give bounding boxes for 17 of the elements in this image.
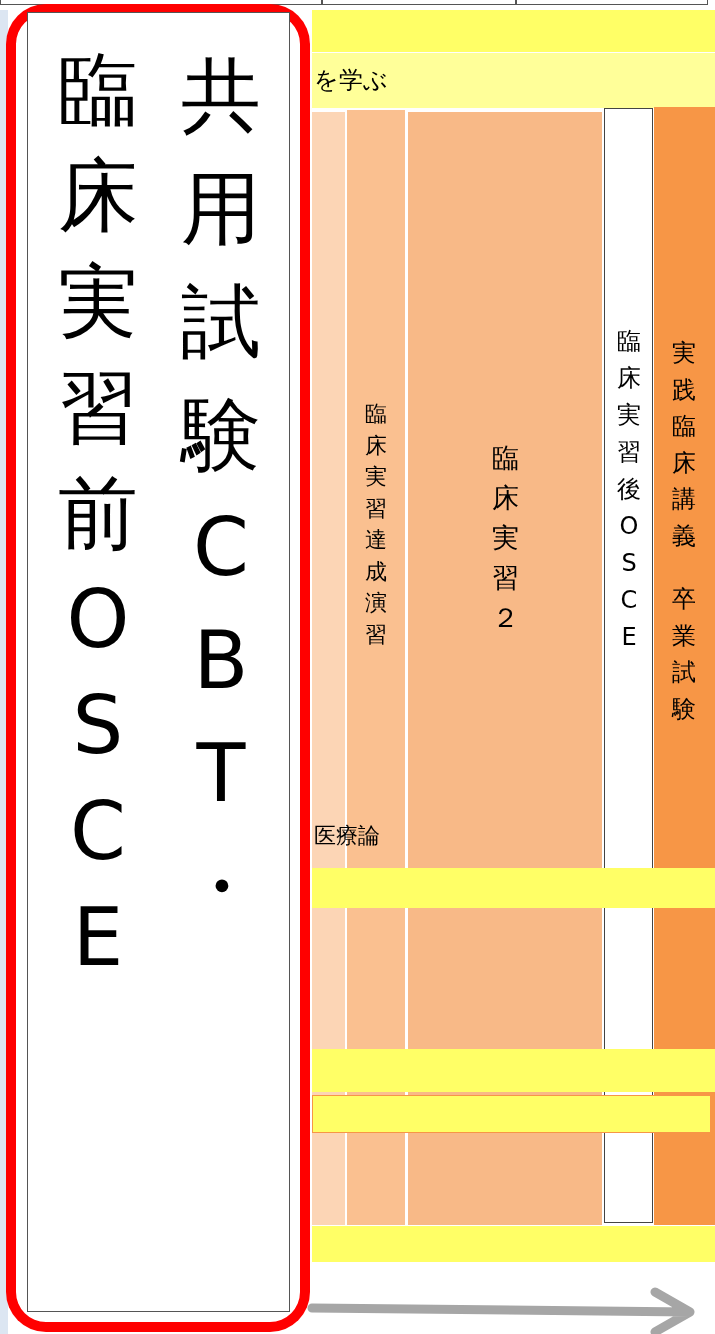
course-band: [312, 1095, 711, 1133]
vertical-text: 臨床実習２: [491, 441, 519, 635]
exam-box: [27, 12, 290, 1312]
course-band: [312, 10, 715, 52]
band-text: を学ぶ: [314, 67, 388, 94]
vertical-text: 臨床実習後OSCE: [617, 326, 641, 653]
course-band: [312, 1049, 715, 1092]
vertical-text: 卒業試験: [672, 584, 696, 725]
course-label: 医療論: [314, 824, 380, 849]
vertical-text: 臨床実習前OSCE: [58, 42, 138, 986]
vertical-text: 臨床実習達成演習: [365, 400, 387, 649]
course-band: [312, 1226, 715, 1262]
vertical-text: 実践臨床講義: [672, 338, 696, 552]
highlight-frame: [6, 4, 310, 1332]
course-band: [312, 53, 715, 108]
course-band: [312, 868, 715, 908]
vertical-text: 共用試験CBT・: [181, 48, 261, 935]
